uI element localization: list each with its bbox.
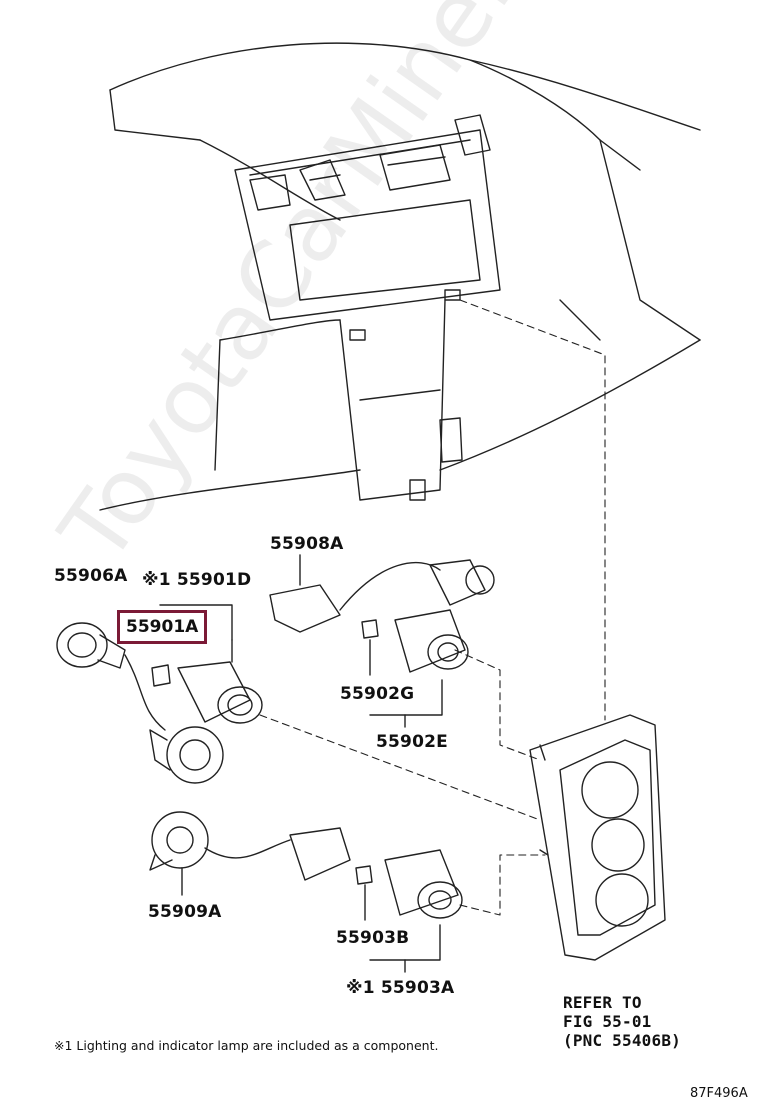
part-55908A [269,554,495,633]
label-55902G: 55902G [340,684,415,704]
part-55906A-socket [56,622,166,731]
label-55909A: 55909A [148,902,222,922]
label-55901D: ※1 55901D [142,570,252,590]
label-55908A: 55908A [270,534,344,554]
leader-lines [259,299,606,916]
part-gear-upper [149,726,224,784]
dashboard-outline [99,42,701,511]
label-55901A-highlight[interactable]: 55901A [117,610,208,644]
part-55909A [149,811,291,896]
part-55903A-switch [289,827,463,973]
refer-line2: FIG 55-01 [563,1012,652,1031]
refer-line1: REFER TO [563,993,642,1012]
label-55906A: 55906A [54,566,128,586]
label-55903B: 55903B [336,928,410,948]
part-55901A-bulb [151,664,171,687]
label-55902E: 55902E [376,732,448,752]
part-55901D-switch [159,604,263,724]
part-control-panel [529,714,666,961]
label-55903A: ※1 55903A [346,978,455,998]
part-55902E-switch [361,609,469,728]
footnote: ※1 Lighting and indicator lamp are inclu… [54,1038,439,1053]
diagram-code: 87F496A [690,1086,748,1101]
refer-line3: (PNC 55406B) [563,1031,681,1050]
